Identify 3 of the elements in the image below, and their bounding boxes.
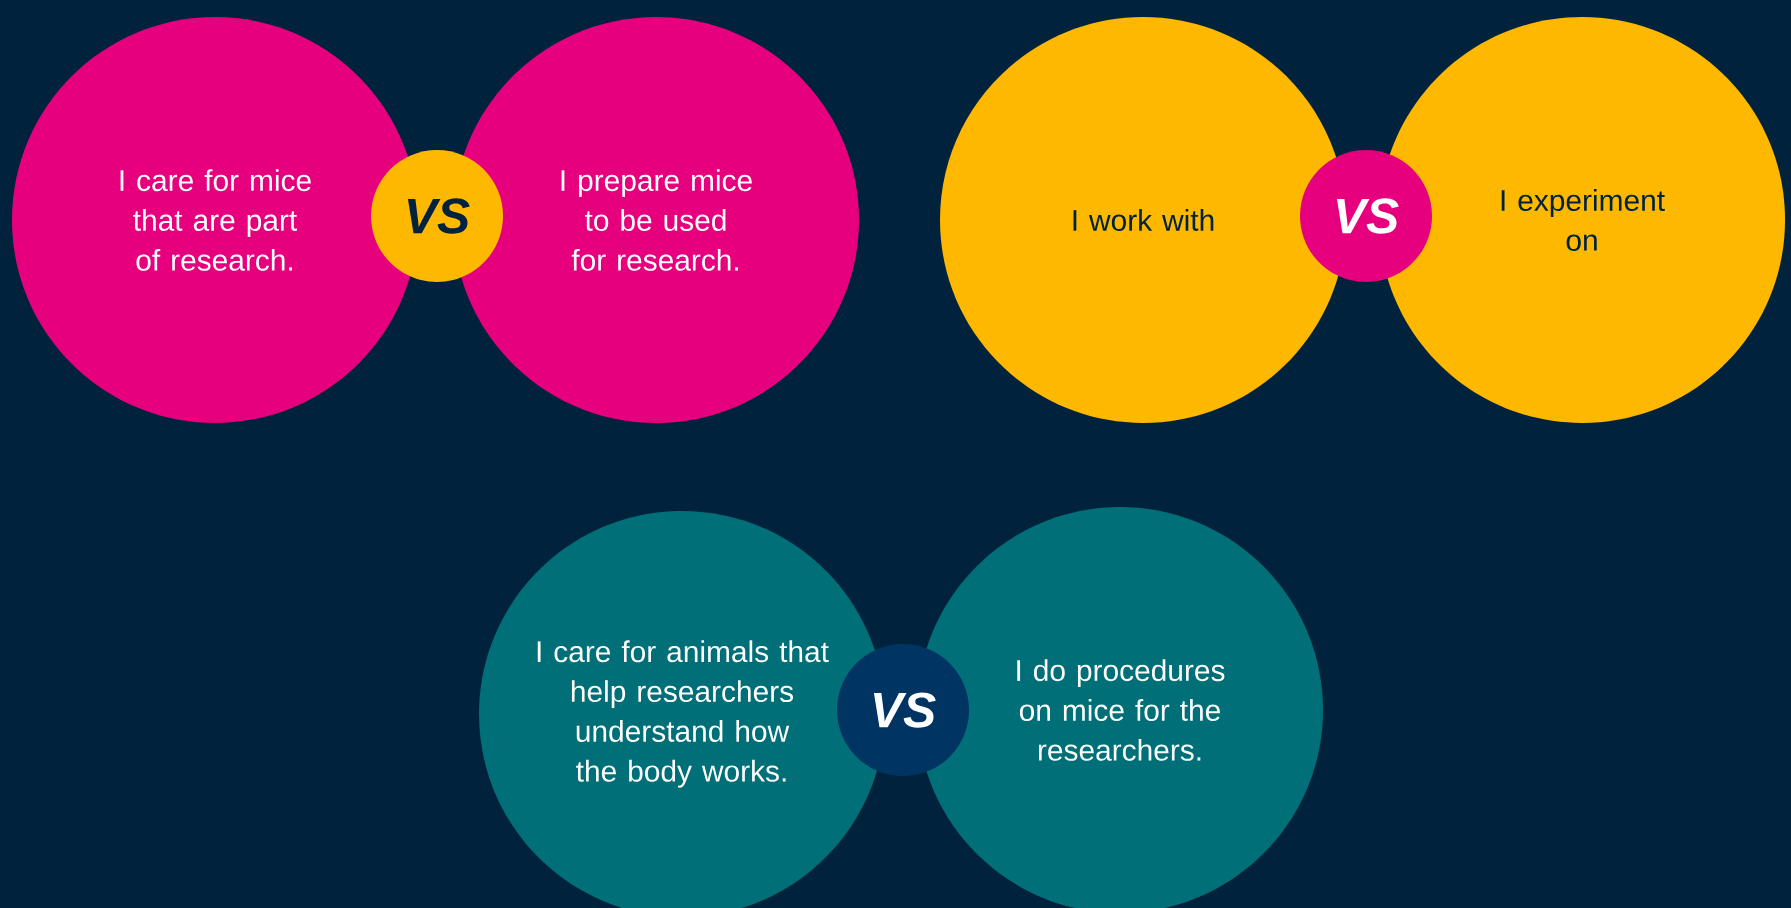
vs-badge: VS: [837, 644, 969, 776]
vs-badge: VS: [1300, 150, 1432, 282]
vs-badge: VS: [371, 150, 503, 282]
